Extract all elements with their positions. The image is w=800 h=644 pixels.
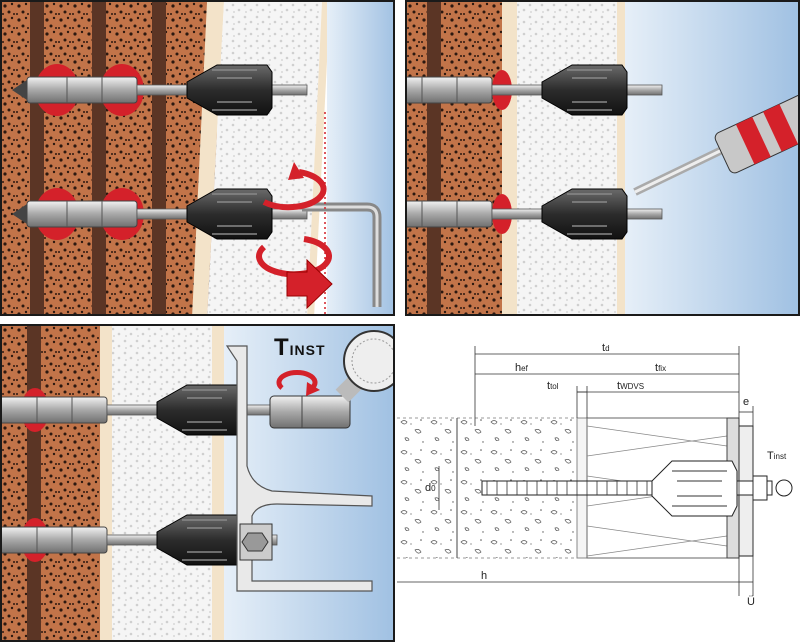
h-label: h (481, 570, 488, 582)
tinst-label: Tinst (767, 450, 787, 462)
step-1-illustration (2, 2, 393, 314)
step-3-illustration (2, 326, 393, 640)
step-1-panel (0, 0, 395, 316)
td-label: td (602, 342, 610, 354)
sealant-gun-icon (633, 89, 798, 196)
d0-label: d0 (425, 482, 436, 494)
hef-label: hef (515, 362, 528, 374)
torque-label: TINST (274, 334, 326, 361)
u-label: Ü (747, 596, 755, 608)
step-2-panel (405, 0, 800, 316)
twdvs-label: tWDVS (617, 380, 645, 392)
step-3-panel: TINST (0, 324, 395, 642)
dimension-drawing-panel: td hef tfix ttol tWDVS e Tinst d0 h Ü (397, 326, 800, 644)
tfix-label: tfix (655, 362, 667, 374)
e-label: e (743, 396, 750, 408)
push-arrow-icon (286, 258, 333, 310)
ttol-label: ttol (547, 380, 559, 392)
torque-wrench-icon (276, 330, 393, 403)
dimension-drawing (397, 346, 793, 596)
